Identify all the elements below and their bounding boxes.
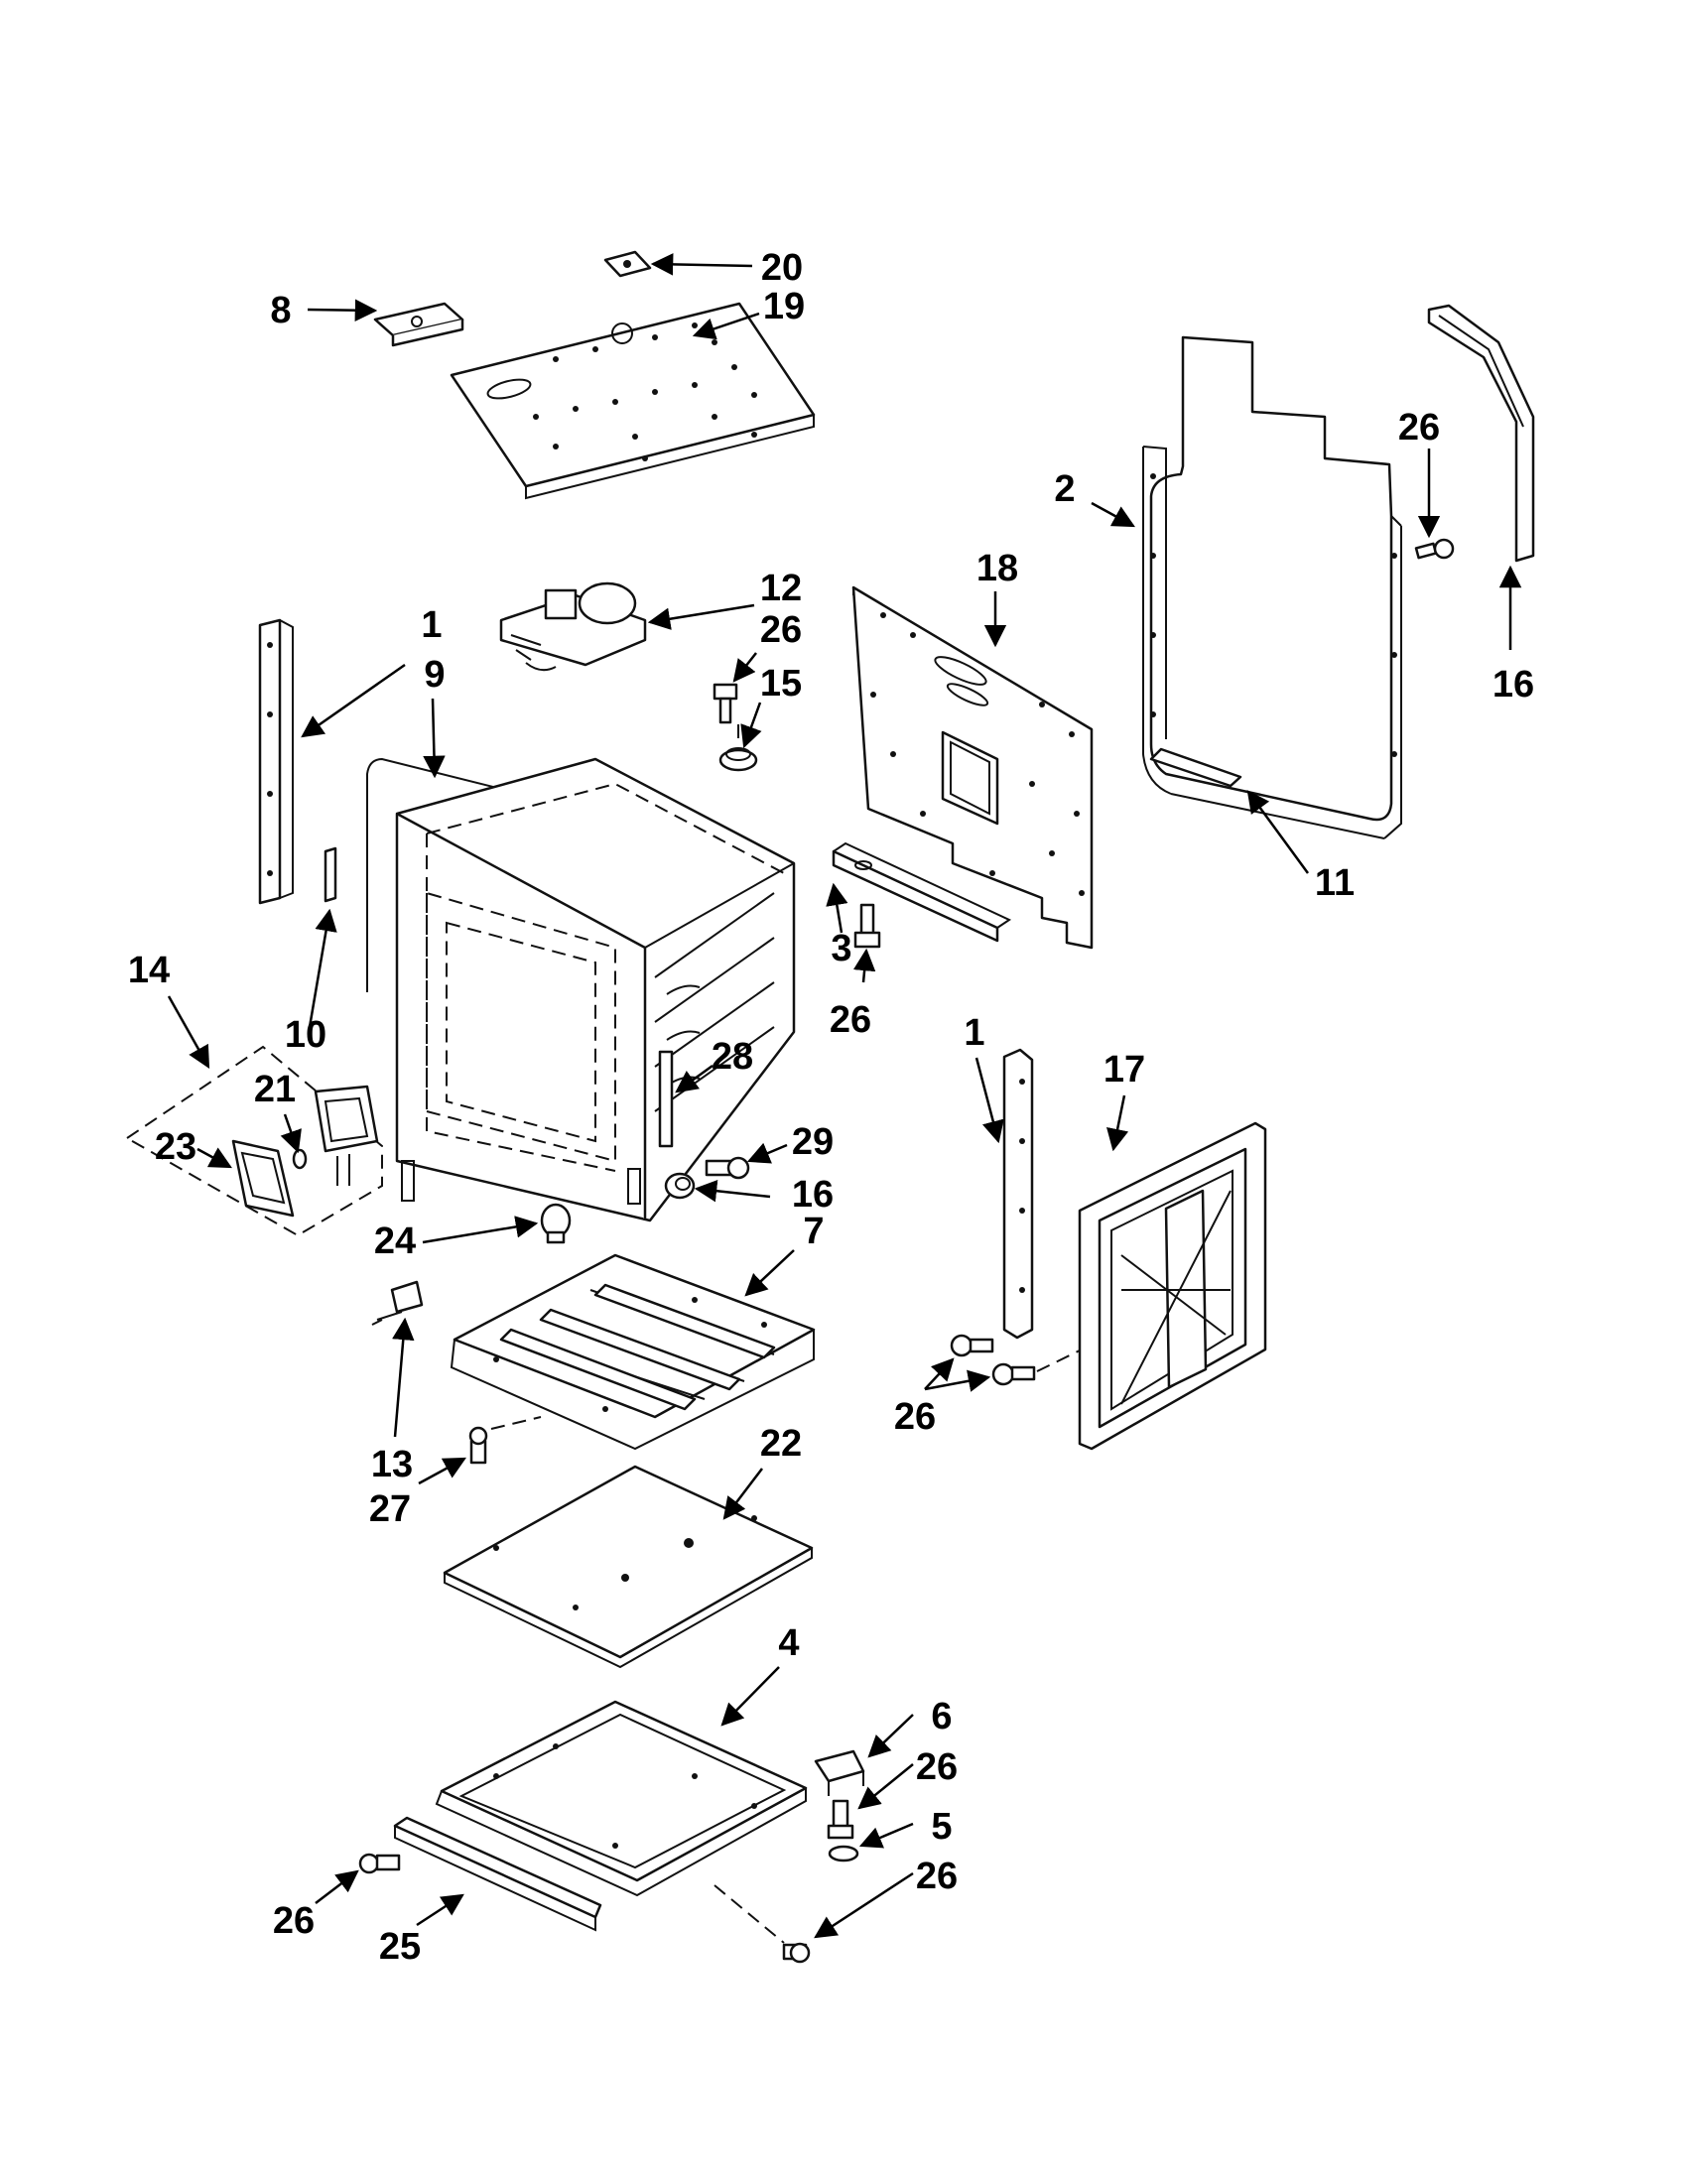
part-28-sensor	[658, 1050, 674, 1148]
callout-26-a: 26	[1398, 407, 1440, 449]
callout-21: 21	[254, 1069, 296, 1110]
part-26-screw-b	[713, 683, 738, 724]
callout-26-d: 26	[894, 1396, 936, 1438]
callout-26-c: 26	[830, 999, 871, 1041]
part-26-screw-f	[714, 1884, 811, 1964]
part-15-grommet	[718, 724, 758, 772]
part-26-screw-g	[950, 1334, 1083, 1386]
part-5-nut	[828, 1845, 859, 1863]
part-11-bracket	[1149, 747, 1242, 788]
part-4-base-frame	[435, 1700, 808, 1897]
callout-24: 24	[374, 1220, 416, 1262]
callout-9: 9	[424, 654, 445, 696]
oven-cavity	[395, 757, 796, 1222]
callout-26-f: 26	[916, 1856, 958, 1897]
callout-1-b: 1	[964, 1012, 984, 1054]
callout-10: 10	[285, 1014, 326, 1056]
part-17-door-frame	[1078, 1121, 1267, 1451]
part-12-fan-motor	[499, 581, 647, 672]
leader-arrows	[167, 253, 1522, 1939]
part-1-channel-a	[258, 618, 294, 905]
callout-4: 4	[778, 1622, 799, 1664]
part-26-screw-a	[1414, 538, 1455, 560]
callout-13: 13	[371, 1444, 413, 1485]
part-19-top-panel	[450, 302, 816, 500]
part-26-screw-e	[827, 1799, 854, 1840]
callout-20: 20	[761, 247, 803, 289]
part-1-channel-b	[1002, 1048, 1034, 1340]
callout-6: 6	[931, 1696, 952, 1737]
callout-18: 18	[976, 548, 1018, 589]
callout-14: 14	[128, 950, 170, 991]
callout-19: 19	[763, 286, 805, 327]
part-7-tray	[450, 1253, 816, 1451]
part-22-flat-panel	[443, 1465, 814, 1669]
part-20-plate	[603, 250, 652, 278]
part-2-side-panel	[1142, 335, 1402, 839]
callout-8: 8	[270, 290, 291, 331]
part-24-knob	[540, 1203, 572, 1244]
part-25-rail	[393, 1816, 602, 1932]
callout-11: 11	[1315, 862, 1355, 904]
callout-15: 15	[760, 663, 802, 705]
callout-1-a: 1	[421, 604, 442, 646]
callout-labels: 20 19 8 2 26 16 12 26 15 18 1 9 11 3 26 …	[128, 247, 1534, 1968]
callout-3: 3	[831, 928, 851, 969]
callout-16-b: 16	[792, 1174, 834, 1216]
callout-23: 23	[155, 1126, 196, 1168]
part-29-screw	[705, 1156, 750, 1180]
part-6-bracket	[814, 1749, 865, 1796]
part-16-grommet-b	[664, 1172, 696, 1200]
part-10-clip	[324, 846, 337, 903]
part-26-screw-c	[853, 903, 881, 949]
part-9-gasket	[366, 757, 542, 992]
callout-2: 2	[1054, 468, 1075, 510]
part-18-rear-panel	[851, 585, 1094, 950]
callout-27: 27	[369, 1488, 411, 1530]
part-27-screw	[468, 1416, 542, 1465]
callout-22: 22	[760, 1423, 802, 1465]
part-14-lamp-assembly	[126, 1045, 383, 1237]
callout-7: 7	[803, 1211, 824, 1252]
callout-26-g: 26	[273, 1900, 315, 1942]
callout-28: 28	[712, 1036, 753, 1078]
part-8-box	[373, 302, 464, 347]
callout-17: 17	[1104, 1049, 1145, 1091]
callout-25: 25	[379, 1926, 421, 1968]
part-26-screw-d	[358, 1853, 401, 1874]
part-16-trim-a	[1427, 304, 1535, 563]
callout-26-e: 26	[916, 1746, 958, 1788]
part-3-rail	[832, 841, 1012, 943]
callout-12: 12	[760, 568, 802, 609]
callout-5: 5	[931, 1806, 952, 1848]
part-13-switch	[371, 1280, 424, 1326]
callout-16-a: 16	[1493, 664, 1534, 706]
callout-29: 29	[792, 1121, 834, 1163]
callout-26-b: 26	[760, 609, 802, 651]
